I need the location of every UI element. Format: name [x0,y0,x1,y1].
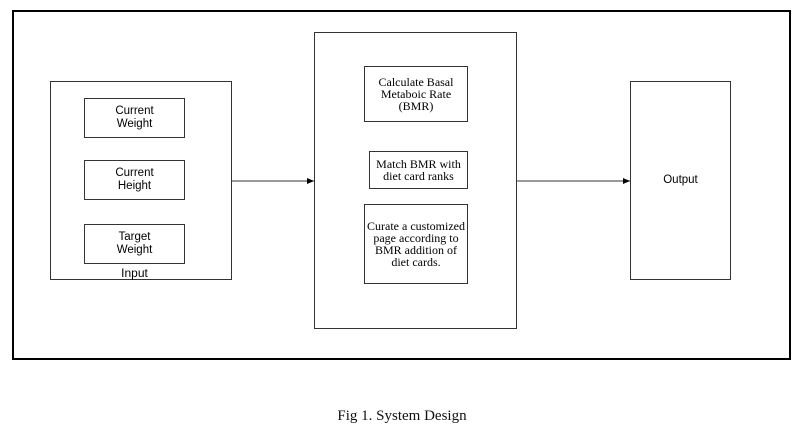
input-label: Input [121,265,148,280]
output-block [630,81,731,280]
current-height-label: Current Height [115,167,154,192]
match-bmr-label: Match BMR with diet card ranks [376,157,461,183]
diagram-frame [12,10,791,360]
match-bmr-box [369,151,468,189]
current-weight-box [84,98,185,138]
output-label: Output [663,174,698,186]
curate-page-box [364,204,468,284]
target-weight-box [84,224,185,264]
calculate-bmr-label: Calculate Basal Metaboic Rate (BMR) [378,75,454,113]
target-weight-label: Target Weight [116,231,153,256]
curate-page-label: Curate a customized page according to BM… [367,219,465,269]
figure-caption: Fig 1. System Design [337,408,467,424]
current-height-box [84,160,185,200]
current-weight-label: Current Weight [115,105,154,130]
calculate-bmr-box [364,66,468,122]
